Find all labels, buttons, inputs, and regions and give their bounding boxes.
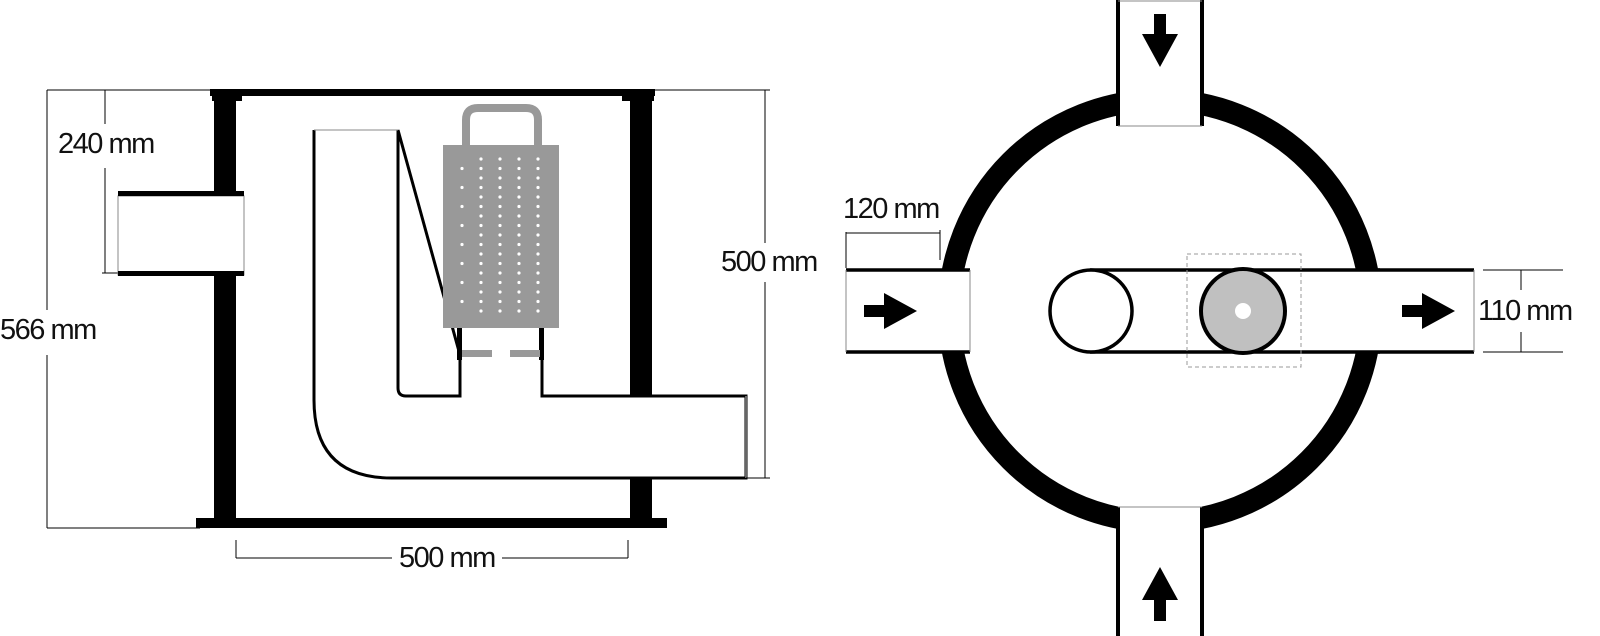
top-inlet-pipe [1116, 0, 1204, 127]
dim-240-line [102, 90, 118, 274]
grater-holes [460, 157, 540, 313]
dim-110-line [1483, 269, 1563, 353]
outlet-pipe [312, 129, 748, 480]
bottom-inlet-pipe [1116, 497, 1204, 636]
side-view [46, 89, 770, 559]
bottom-plate [196, 518, 667, 528]
dim-110-label: 110 mm [1478, 295, 1573, 327]
arrow-down-icon [1142, 14, 1178, 67]
dim-500-horizontal-line [235, 540, 629, 559]
top-plate [210, 89, 655, 96]
top-view [845, 0, 1563, 636]
dim-120-label: 120 mm [843, 193, 940, 225]
dim-500-horizontal-label: 500 mm [399, 542, 496, 574]
dim-566-line [46, 89, 210, 529]
dim-500-vertical-line [655, 89, 770, 479]
dim-566-label: 566 mm [0, 314, 97, 346]
right-wall [630, 96, 652, 396]
dim-500-vertical-label: 500 mm [721, 246, 818, 278]
inlet-pipe [117, 191, 245, 276]
arrow-right-icon [1402, 293, 1455, 329]
dim-240-label: 240 mm [58, 128, 155, 160]
left-inlet-pipe [845, 268, 971, 354]
arrow-up-icon [1142, 567, 1178, 621]
right-outlet-pipe [1370, 268, 1475, 354]
open-port [1048, 268, 1134, 354]
dim-120-line [845, 230, 941, 268]
left-wall [214, 96, 236, 196]
arrow-right-icon [864, 293, 917, 329]
grater-filter [443, 104, 559, 360]
valve-housing-outline [1186, 253, 1302, 368]
